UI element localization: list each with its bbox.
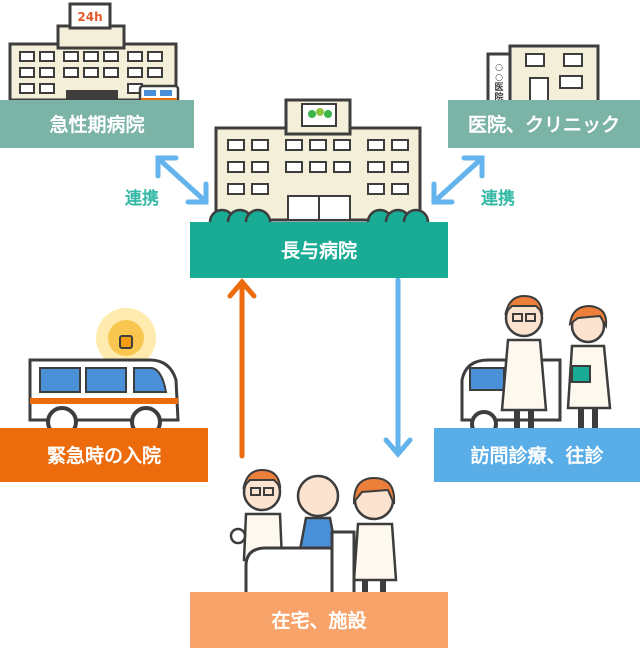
nagayo-hospital-node: 長与病院 [190,222,448,278]
emergency-box [0,428,208,482]
home-facility-box [190,592,448,648]
link-arrow-left [155,155,209,205]
emergency-label: 緊急時の入院 [47,444,161,467]
ambulance-icon [28,308,180,438]
visit-arrow-down [383,277,413,458]
acute-hospital-icon: 24h [8,2,180,108]
acute-hospital-node: 急性期病院 [0,100,194,148]
clinic-sign: ○○医院 [494,63,503,103]
home-visit-illustration [460,294,612,438]
emergency-node: 緊急時の入院 [0,428,208,482]
home-facility-node: 在宅、施設 [190,592,448,648]
link-label-left: 連携 [125,188,159,209]
home-visit-node: 訪問診療、往診 [434,428,640,482]
clinic-building-icon: ○○医院 [486,44,600,104]
home-visit-box [434,428,640,482]
link-arrow-right [431,155,485,205]
clinic-box [448,100,640,148]
clinic-node: 医院、クリニック [448,100,640,148]
home-care-illustration [229,468,398,602]
acute-hospital-label: 急性期病院 [49,113,144,136]
admission-arrow-up [227,278,257,459]
home-facility-label: 在宅、施設 [271,609,367,632]
clinic-label: 医院、クリニック [468,113,620,136]
link-label-right: 連携 [481,188,515,209]
nagayo-hospital-box [190,222,448,278]
nagayo-hospital-label: 長与病院 [281,239,357,262]
hospital-24h-sign: 24h [77,10,102,24]
acute-hospital-box [0,100,194,148]
nagayo-hospital-icon [208,98,430,236]
home-visit-label: 訪問診療、往診 [470,444,604,467]
